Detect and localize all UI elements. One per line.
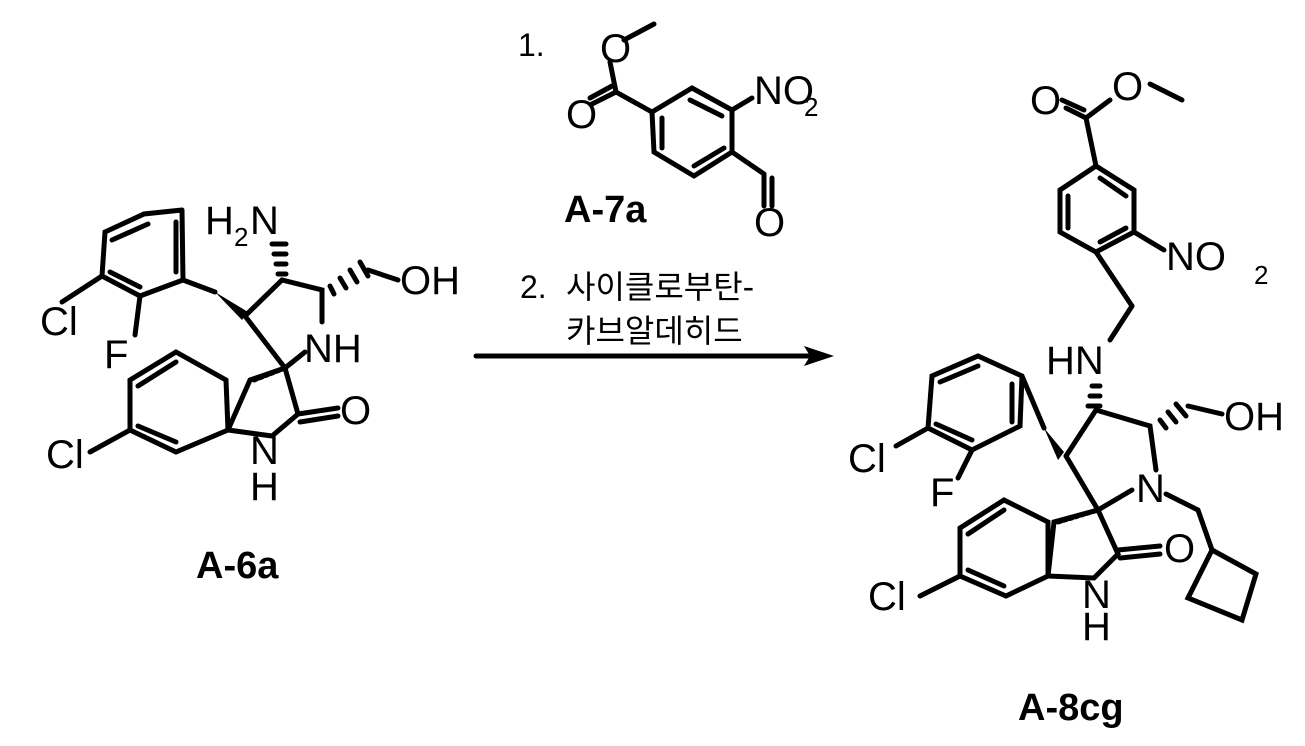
product-cl-aryl-label: Cl bbox=[848, 437, 886, 481]
reagent-1-ester-o-label: O bbox=[600, 27, 631, 71]
reactant-oxo-label: O bbox=[340, 389, 371, 433]
reactant-f-label: F bbox=[104, 333, 128, 377]
reactant-cl-indole-label: Cl bbox=[46, 433, 84, 477]
reactant-name: A-6a bbox=[196, 545, 279, 587]
reactant-nh2-n-label: N bbox=[250, 199, 279, 243]
product-cl-indole-label: Cl bbox=[868, 575, 906, 619]
product-carbonyl-o-label: O bbox=[1030, 79, 1061, 123]
reagent-2-name-line-1: 사이클로부탄- bbox=[566, 268, 754, 306]
product-f-label: F bbox=[930, 471, 954, 515]
product-lactam-h-label: H bbox=[1082, 605, 1111, 649]
product-no2-sub-label: 2 bbox=[1254, 260, 1268, 290]
reagent-1-no2-sub-label: 2 bbox=[804, 92, 818, 122]
reactant-nh2-sub-label: 2 bbox=[234, 222, 248, 252]
reagent-2-step-number: 2. bbox=[520, 269, 547, 305]
product-no2-label: NO bbox=[1166, 235, 1226, 279]
reactant-nh2-h-label: H bbox=[205, 199, 234, 243]
reagent-1-aldehyde-o-label: O bbox=[754, 201, 785, 245]
product-name: A-8cg bbox=[1018, 687, 1124, 729]
product-oh-label: OH bbox=[1224, 395, 1284, 439]
reactant-nh-label: NH bbox=[304, 327, 362, 371]
reagent-2-name-line-2: 카브알데히드 bbox=[566, 312, 743, 350]
reagent-1-step-number: 1. bbox=[518, 27, 545, 63]
product-hn-label: HN bbox=[1046, 339, 1104, 383]
product-ring-n-label: N bbox=[1136, 467, 1165, 511]
product-ester-o-label: O bbox=[1112, 65, 1143, 109]
reactant-oh-label: OH bbox=[400, 259, 460, 303]
reactant-lactam-h-label: H bbox=[250, 465, 279, 509]
product-oxo-label: O bbox=[1164, 527, 1195, 571]
reactant-cl-aryl-label: Cl bbox=[40, 300, 78, 344]
reagent-1-name: A-7a bbox=[564, 189, 647, 231]
reagent-1-carbonyl-o-label: O bbox=[566, 93, 597, 137]
